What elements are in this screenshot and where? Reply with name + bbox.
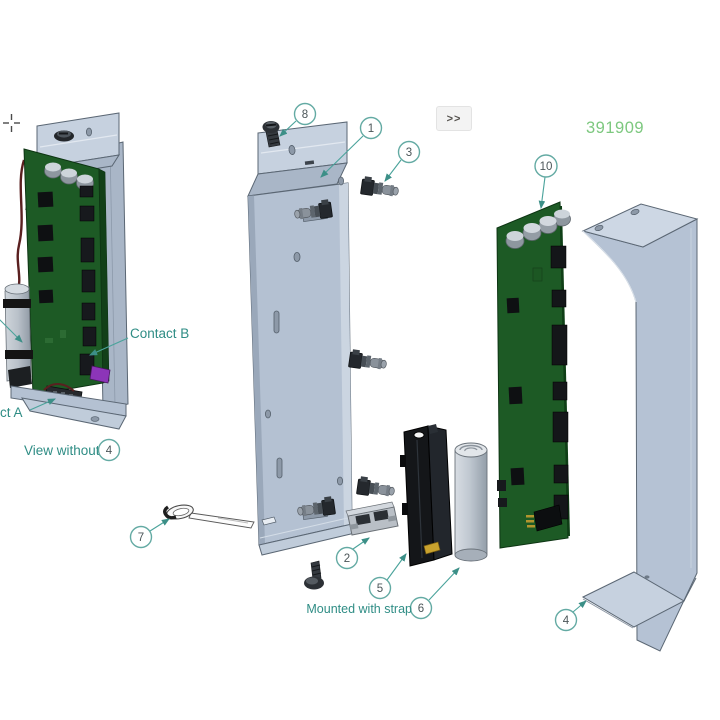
svg-text:2: 2: [344, 553, 350, 565]
svg-text:3: 3: [406, 147, 412, 159]
screw-item-8: [262, 121, 281, 148]
balloon-item-3: 3: [397, 140, 421, 164]
capacitor-assembled: [3, 283, 33, 388]
svg-text:10: 10: [540, 161, 553, 173]
leader-item-1: [320, 135, 364, 178]
leader-item-6: [428, 567, 460, 601]
holder-item-5: [400, 424, 453, 567]
svg-text:6: 6: [418, 603, 424, 615]
purple-lever: [89, 365, 111, 384]
leader-item-2: [352, 537, 370, 550]
balloon-item-10: 10: [534, 154, 558, 178]
balloon-item-6: 6: [409, 596, 433, 620]
screw-head-left-assembly: [54, 130, 74, 142]
contact-part-item-3: [359, 175, 401, 200]
mounting-bracket-item-1: [247, 121, 356, 556]
contact-part-middle: [347, 348, 389, 373]
leader-item-10: [538, 176, 546, 210]
contact-part-bottom: [355, 475, 397, 500]
balloon-item-2: 2: [335, 546, 359, 570]
balloon-item-4: 4: [554, 608, 578, 632]
balloon-item-5: 5: [368, 576, 392, 600]
svg-text:7: 7: [138, 532, 144, 544]
pcb-assembled: [23, 148, 110, 396]
leader-contact-a: [29, 398, 57, 411]
expand-panel-button[interactable]: >>: [436, 106, 472, 131]
leader-purple-clip: [0, 319, 23, 343]
balloon-item-1: 1: [359, 116, 383, 140]
connector-item-2: [345, 501, 399, 536]
label-contact-b: Contact B: [130, 326, 189, 341]
leader-item-8: [279, 120, 297, 137]
double-chevron-right-icon: >>: [446, 112, 462, 125]
assembled-view-without-cover: [3, 112, 129, 430]
leader-item-7: [149, 518, 170, 532]
svg-text:8: 8: [302, 109, 308, 121]
leader-item-5: [386, 553, 407, 581]
part-number: 391909: [586, 119, 644, 137]
svg-text:1: 1: [368, 123, 374, 135]
svg-text:4: 4: [563, 615, 570, 627]
strap-item-7: [163, 504, 255, 529]
pcb-item-10: [496, 201, 571, 549]
capacitor-item-6: [454, 442, 488, 562]
leader-item-3: [384, 159, 402, 182]
pcb-capacitors: [505, 209, 571, 249]
balloon-item-4-view: 4: [97, 438, 121, 462]
screw-bottom: [304, 560, 324, 590]
svg-text:4: 4: [106, 445, 113, 457]
label-mounted-with-strap: Mounted with strap: [306, 602, 412, 616]
balloon-item-7: 7: [129, 525, 153, 549]
cover-item-4: [581, 203, 699, 652]
balloon-item-8: 8: [293, 102, 317, 126]
svg-text:5: 5: [377, 583, 383, 595]
leader-contact-b: [88, 337, 129, 356]
label-contact-a: ct A: [0, 405, 23, 420]
leader-item-4: [572, 600, 587, 613]
crosshair-cursor-icon: [3, 114, 20, 132]
label-view-without: View without: [24, 443, 100, 458]
